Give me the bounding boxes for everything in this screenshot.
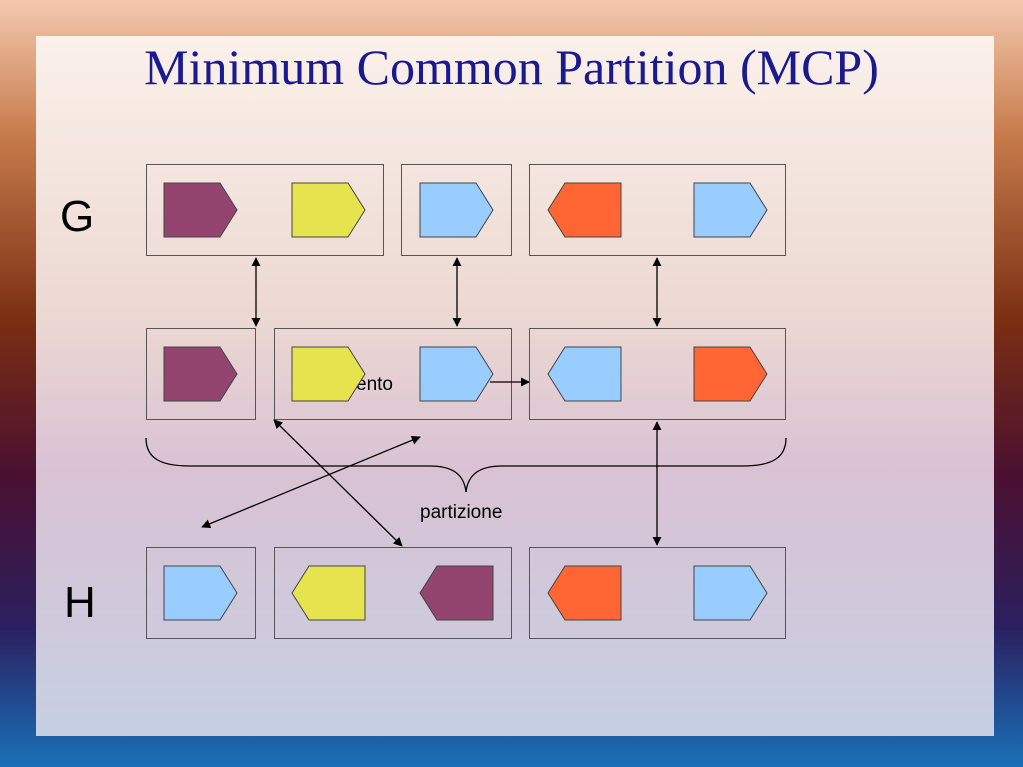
g-block-1 xyxy=(146,164,384,256)
gene-g3-blue-right xyxy=(419,182,494,238)
gene-g4-orange-left xyxy=(547,182,622,238)
h-block-2 xyxy=(274,547,512,639)
gene-m4-blue-left xyxy=(547,346,622,402)
g-block-3 xyxy=(529,164,786,256)
g-block-2 xyxy=(401,164,512,256)
gene-m3-blue-right xyxy=(419,346,494,402)
gene-g2-yellow-right xyxy=(291,182,366,238)
label-h: H xyxy=(64,578,96,627)
h-block-1 xyxy=(146,547,256,639)
gene-m1-purple-right xyxy=(163,346,238,402)
gene-g5-blue-right xyxy=(693,182,768,238)
gene-h1-blue-right xyxy=(163,565,238,621)
gene-h3-purple-left xyxy=(419,565,494,621)
arrow-cross-2 xyxy=(201,435,421,529)
partition-brace xyxy=(145,437,787,493)
arrow-cross-1 xyxy=(273,419,403,547)
gene-m2-yellow-right xyxy=(291,346,366,402)
h-block-3 xyxy=(529,547,786,639)
gene-h2-yellow-left xyxy=(291,565,366,621)
gene-h5-blue-right xyxy=(693,565,768,621)
annotation-partial: ento xyxy=(356,374,393,395)
gene-m5-orange-right xyxy=(693,346,768,402)
label-g: G xyxy=(60,192,95,241)
gene-h4-orange-left xyxy=(547,565,622,621)
mid-block-3 xyxy=(529,328,786,420)
mid-block-1 xyxy=(146,328,256,420)
gene-g1-purple-right xyxy=(163,182,238,238)
annotation-partition: partizione xyxy=(420,502,503,523)
slide-title: Minimum Common Partition (MCP) xyxy=(144,39,879,95)
